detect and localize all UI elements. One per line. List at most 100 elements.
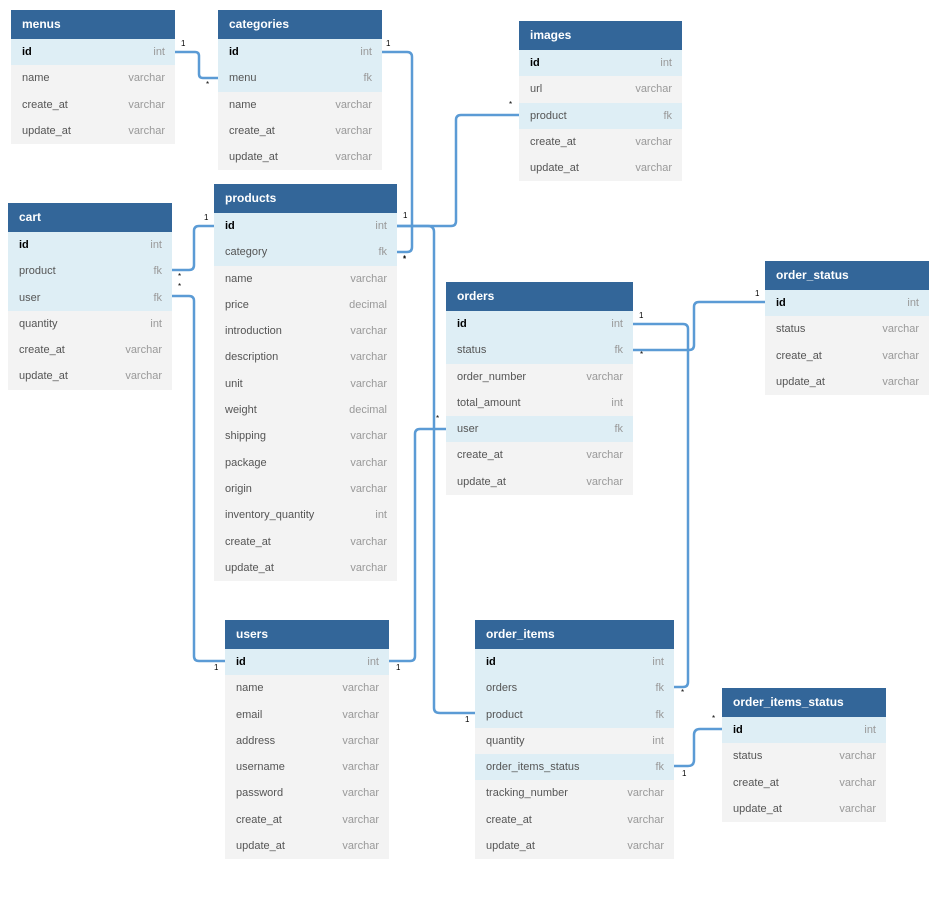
field-type: fk <box>153 265 162 278</box>
field-name: order_number <box>457 370 527 383</box>
table-title: order_items_status <box>722 688 886 717</box>
field-name: create_at <box>225 535 271 548</box>
field-name: username <box>236 761 285 774</box>
field-type: varchar <box>342 840 379 853</box>
relation-line <box>172 224 214 272</box>
field-name: update_at <box>486 840 535 853</box>
table-title: cart <box>8 203 172 232</box>
relation-line <box>172 294 225 663</box>
field-type: varchar <box>128 72 165 85</box>
field-row: username varchar <box>225 754 389 780</box>
field-type: varchar <box>350 351 387 364</box>
field-type: varchar <box>128 124 165 137</box>
field-name: id <box>19 239 29 251</box>
field-type: varchar <box>882 349 919 362</box>
field-name: id <box>457 318 467 330</box>
field-type: int <box>150 317 162 330</box>
table-title: products <box>214 184 397 213</box>
field-type: int <box>375 509 387 522</box>
field-type: fk <box>614 344 623 357</box>
field-name: create_at <box>457 449 503 462</box>
field-type: int <box>367 656 379 668</box>
field-type: int <box>907 297 919 309</box>
field-name: url <box>530 83 543 96</box>
field-name: name <box>229 98 257 111</box>
relation-line <box>397 113 519 228</box>
relation-line <box>397 224 475 715</box>
cardinality-many-label: * <box>640 350 643 359</box>
field-row: update_at varchar <box>11 118 175 144</box>
field-row: name varchar <box>218 92 382 118</box>
cardinality-one-label: 1 <box>465 715 470 724</box>
table-title: images <box>519 21 682 50</box>
field-type: int <box>153 46 165 58</box>
field-name: create_at <box>486 813 532 826</box>
field-name: inventory_quantity <box>225 509 315 522</box>
field-type: int <box>360 46 372 58</box>
field-name: update_at <box>22 124 71 137</box>
field-name: quantity <box>486 734 525 747</box>
cardinality-many-label: * <box>403 255 406 264</box>
field-type: varchar <box>335 98 372 111</box>
field-name: total_amount <box>457 396 521 409</box>
field-type: int <box>660 57 672 69</box>
field-name: id <box>530 57 540 69</box>
table-title: menus <box>11 10 175 39</box>
relation-line <box>389 427 446 663</box>
field-name: update_at <box>19 370 68 383</box>
field-type: fk <box>655 682 664 695</box>
field-name: create_at <box>530 135 576 148</box>
relation-line <box>674 727 722 768</box>
field-type: varchar <box>342 734 379 747</box>
field-type: varchar <box>342 761 379 774</box>
field-row: id int <box>446 311 633 338</box>
field-type: decimal <box>349 404 387 417</box>
field-name: order_items_status <box>486 761 580 774</box>
field-name: description <box>225 351 279 364</box>
cardinality-many-label: * <box>403 254 406 263</box>
cardinality-one-label: 1 <box>682 769 687 778</box>
field-name: id <box>225 220 235 232</box>
field-type: int <box>611 318 623 330</box>
field-type: varchar <box>342 682 379 695</box>
field-name: product <box>530 109 567 122</box>
field-name: tracking_number <box>486 787 568 800</box>
field-type: varchar <box>635 135 672 148</box>
field-type: varchar <box>350 456 387 469</box>
field-name: create_at <box>733 776 779 789</box>
field-name: name <box>22 72 50 85</box>
